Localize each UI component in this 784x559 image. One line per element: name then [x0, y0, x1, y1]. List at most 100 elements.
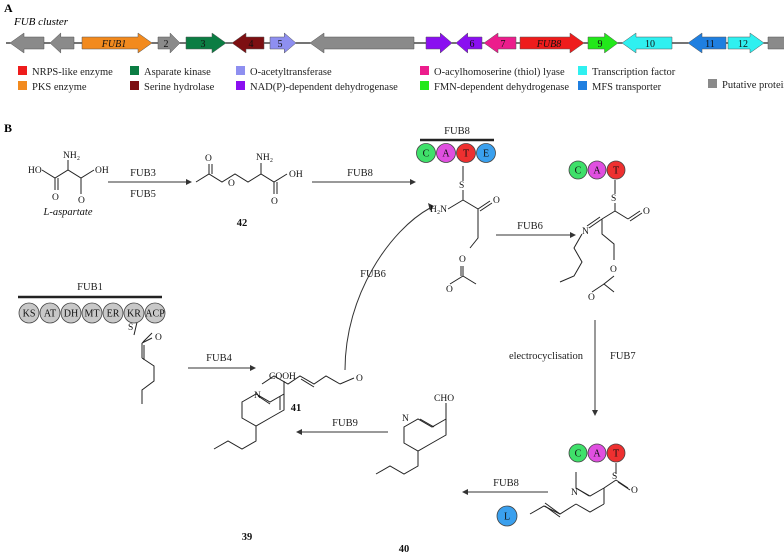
- atom-o-fub6-ester: O: [610, 265, 617, 275]
- fub1-module-label: FUB1: [77, 282, 103, 293]
- atom-o-fub6-acetyl: O: [588, 293, 595, 303]
- fub8-arrow-label: FUB8: [347, 168, 373, 179]
- domain-label: C: [575, 449, 582, 460]
- atom-o-aspartate-1: O: [52, 193, 59, 203]
- atom-o-42-carbonyl: O: [205, 154, 212, 164]
- atom-h2n-fub8: H₂N: [430, 205, 447, 215]
- legend-entry: O-acylhomoserine (thiol) lyase: [434, 67, 565, 78]
- legend-swatch: [578, 81, 587, 90]
- atom-oh-42: OH: [289, 170, 303, 180]
- domain-circle: [18, 302, 40, 324]
- atom-o-41: O: [356, 374, 363, 384]
- gene-label: 6: [470, 39, 475, 50]
- legend-entry: FMN-dependent dehydrogenase: [434, 82, 569, 93]
- gene-arrow: [483, 32, 517, 54]
- electrocyclisation-label: electrocyclisation: [509, 351, 584, 362]
- gene-arrow: [767, 36, 784, 50]
- atom-nh2-aspartate: NH₂: [63, 151, 80, 161]
- legend-entry: NRPS-like enzyme: [32, 67, 113, 78]
- domain-circle: [568, 443, 588, 463]
- gene-arrow: [587, 32, 619, 54]
- atom-s-bottom: S: [612, 472, 617, 482]
- domain-label: C: [423, 149, 430, 160]
- gene-arrow: [425, 32, 453, 54]
- gene-label: 7: [501, 39, 506, 50]
- atom-o-42-acid: O: [271, 197, 278, 207]
- molecule-bonds: [41, 160, 643, 518]
- gene-arrow: [687, 32, 727, 54]
- panel-a-label: A: [4, 1, 13, 15]
- atom-o-fub8-acetyl: O: [446, 285, 453, 295]
- atom-n-bottom: N: [571, 488, 578, 498]
- legend-swatch: [130, 81, 139, 90]
- domain-label: MT: [85, 309, 100, 320]
- atom-o-fub8-thioester: O: [493, 196, 500, 206]
- fub8-reduction-label: FUB8: [493, 478, 519, 489]
- gene-label: 2: [164, 39, 169, 50]
- legend-swatch: [578, 66, 587, 75]
- legend-entry: Transcription factor: [592, 67, 676, 78]
- domain-label: A: [593, 449, 601, 460]
- domain-label: KR: [127, 309, 141, 320]
- domain-circle: [416, 143, 436, 163]
- atom-o-42-ester: O: [228, 179, 235, 189]
- legend-swatch: [130, 66, 139, 75]
- domain-circle: [81, 302, 103, 324]
- gene-arrow: [519, 32, 585, 54]
- domain-circle: [144, 302, 166, 324]
- fub6-curve-label: FUB6: [360, 269, 386, 280]
- atom-o-fub8-ester: O: [459, 255, 466, 265]
- gene-label: FUB8: [536, 39, 561, 50]
- reaction-arrows: [108, 181, 596, 493]
- legend-swatch: [420, 66, 429, 75]
- legend-swatch: [236, 81, 245, 90]
- domain-circle: [606, 443, 626, 463]
- gene-arrow: [621, 32, 673, 54]
- compound-41-label: 41: [291, 403, 302, 414]
- gene-arrow: [157, 32, 181, 54]
- gene-label: 5: [278, 39, 283, 50]
- domain-label: T: [463, 149, 469, 160]
- legend-entry: Serine hydrolase: [144, 82, 215, 93]
- fub9-label: FUB9: [332, 418, 358, 429]
- cluster-title: FUB cluster: [13, 16, 69, 28]
- atom-cooh-39: COOH: [269, 372, 296, 382]
- domain-circle: [456, 143, 476, 163]
- fub6-arrow-label: FUB6: [517, 221, 543, 232]
- compound-42-label: 42: [237, 218, 248, 229]
- domain-circle: [568, 160, 588, 180]
- gene-arrow: [269, 32, 297, 54]
- compound-40-label: 40: [399, 544, 410, 555]
- domain-label: A: [442, 149, 450, 160]
- domain-circle: [496, 505, 518, 527]
- gene-arrow: [81, 32, 153, 54]
- atom-n-39: N: [254, 391, 261, 401]
- domain-circle: [60, 302, 82, 324]
- legend-entry: PKS enzyme: [32, 82, 87, 93]
- fub5-label: FUB5: [130, 189, 156, 200]
- fub8-module-label: FUB8: [444, 126, 470, 137]
- atom-s-pks: S: [128, 323, 133, 333]
- legend-swatch: [708, 79, 717, 88]
- domain-label: T: [613, 166, 619, 177]
- legend-entry: MFS transporter: [592, 82, 662, 93]
- legend-swatch: [18, 81, 27, 90]
- atom-cho-40: CHO: [434, 394, 454, 404]
- domain-label: ACP: [145, 309, 165, 320]
- legend-entry: O-acetyltransferase: [250, 67, 332, 78]
- atom-o-aspartate-2: O: [78, 196, 85, 206]
- domain-label: T: [613, 449, 619, 460]
- domain-label: A: [593, 166, 601, 177]
- legend-entry: Asparate kinase: [144, 67, 211, 78]
- compound-39-label: 39: [242, 532, 253, 543]
- atom-ho-aspartate: HO: [28, 166, 42, 176]
- gene-arrow: [727, 32, 765, 54]
- gene-label: 4: [249, 39, 254, 50]
- domain-circle: [436, 143, 456, 163]
- gene-label: FUB1: [101, 39, 126, 50]
- atom-s-fub6: S: [611, 194, 616, 204]
- domain-label: AT: [44, 309, 56, 320]
